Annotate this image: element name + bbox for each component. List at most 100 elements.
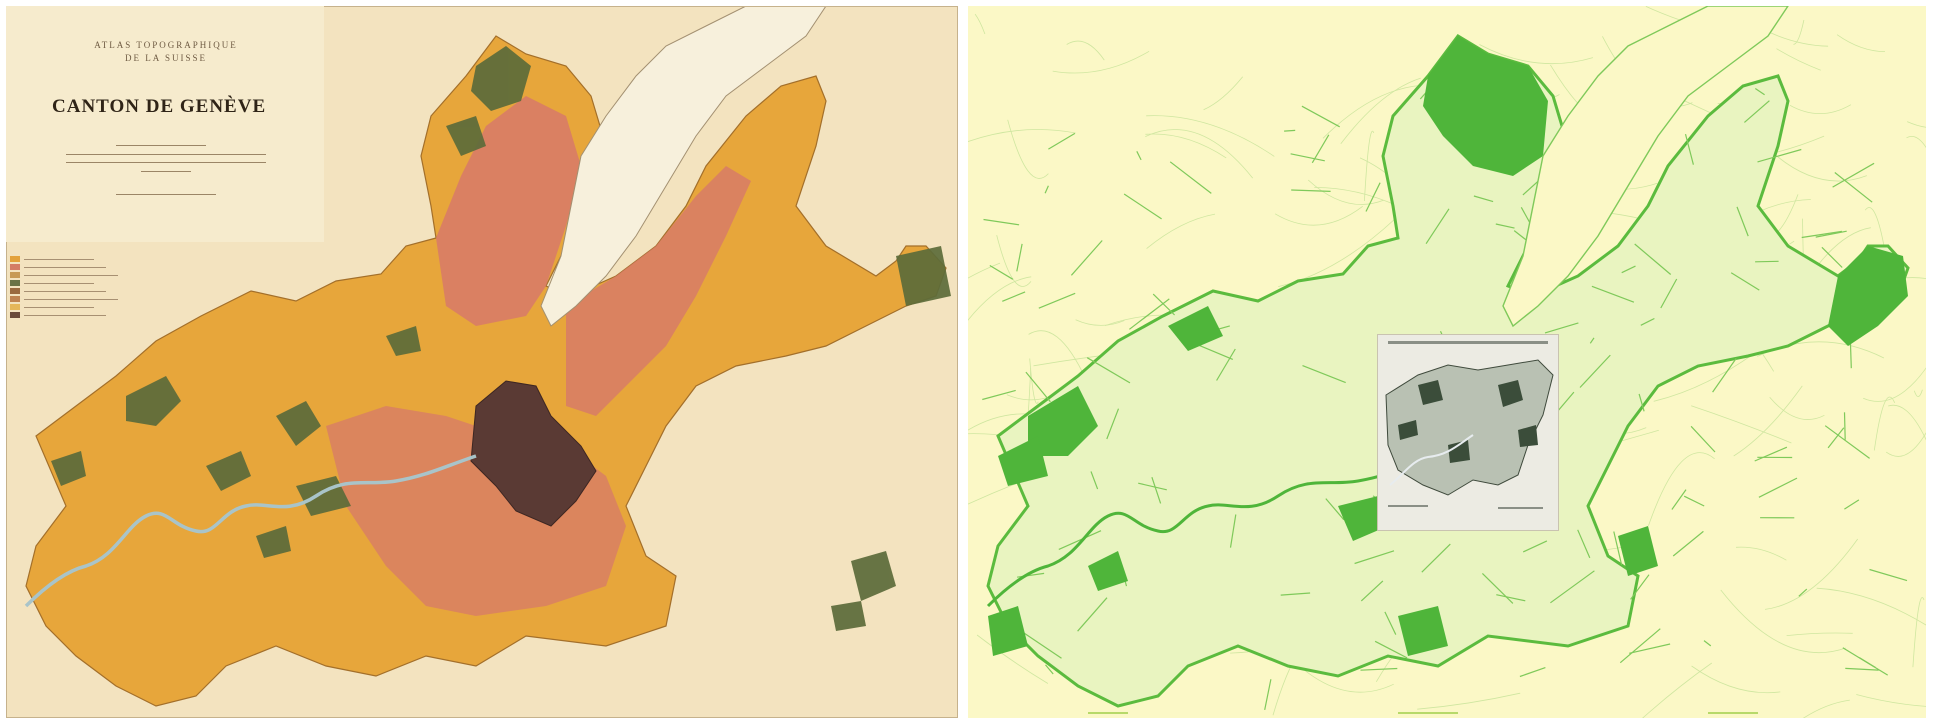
field-boundary <box>1758 477 1798 498</box>
road-line <box>1007 119 1049 179</box>
field-boundary <box>1869 568 1908 582</box>
forest-patch <box>988 606 1028 656</box>
road-line <box>1029 358 1039 404</box>
field-boundary <box>1481 572 1514 604</box>
bottom-caption-line <box>1708 712 1758 714</box>
road-line <box>1885 431 1926 457</box>
legend-swatch <box>10 312 20 318</box>
forest-patch <box>276 401 321 446</box>
road-line <box>1793 19 1805 45</box>
field-boundary <box>1152 293 1176 316</box>
forest-patch <box>1618 526 1658 576</box>
field-boundary <box>1374 640 1408 659</box>
field-boundary <box>1044 185 1049 194</box>
field-boundary <box>1123 193 1162 220</box>
field-boundary <box>1544 322 1579 334</box>
field-boundary <box>1703 640 1712 647</box>
legend-text-line <box>24 299 118 300</box>
road-line <box>1653 353 1755 402</box>
road-line <box>1066 40 1105 61</box>
field-boundary <box>1229 514 1237 548</box>
legend-text-line <box>24 259 94 260</box>
mini-forest <box>1418 380 1443 405</box>
road-line <box>1691 665 1781 694</box>
field-boundary <box>1136 151 1142 161</box>
road-line <box>1691 405 1792 444</box>
road-line <box>996 235 1032 287</box>
mini-map-forests <box>1398 380 1538 463</box>
field-boundary <box>1473 195 1494 203</box>
map-frame <box>6 6 958 718</box>
forest-patch <box>1338 496 1388 541</box>
road-line <box>1907 121 1926 128</box>
road-line <box>1764 538 1859 610</box>
field-boundary <box>1519 667 1546 678</box>
scale-text-line <box>116 145 206 146</box>
legend-swatch <box>10 264 20 270</box>
field-boundary <box>1744 100 1770 123</box>
mini-map-caption-line <box>1388 505 1428 507</box>
field-boundary <box>1684 133 1694 165</box>
road-line <box>1274 205 1363 226</box>
road-line <box>1479 44 1594 65</box>
road-line <box>1146 213 1216 249</box>
legend-text-line <box>24 283 94 284</box>
road-line <box>974 13 986 35</box>
green-forest-patches <box>988 36 1908 656</box>
field-boundary <box>1824 425 1870 459</box>
field-boundary <box>1619 628 1661 664</box>
field-boundary <box>1712 358 1737 393</box>
field-boundary <box>1832 162 1875 188</box>
field-boundary <box>1634 243 1672 275</box>
field-boundary <box>1638 393 1645 412</box>
forest-patch <box>206 451 251 491</box>
mini-map-canvas <box>1378 335 1558 530</box>
field-boundary <box>1577 529 1591 559</box>
road-line <box>968 129 1076 143</box>
legend <box>10 256 150 326</box>
legend-swatch <box>10 296 20 302</box>
legend-swatch <box>10 304 20 310</box>
forest-patch <box>896 246 951 306</box>
road-line <box>1146 115 1275 157</box>
field-boundary <box>1360 580 1384 602</box>
vineyard-zone-east <box>566 166 751 416</box>
field-boundary <box>1195 343 1234 360</box>
forest-patch <box>471 46 531 111</box>
road-line <box>1203 76 1244 111</box>
field-boundary <box>1629 643 1671 654</box>
atlas-title-line-1: ATLAS TOPOGRAPHIQUE <box>94 40 238 50</box>
field-boundary <box>1058 530 1102 550</box>
forest-patch <box>1028 386 1098 456</box>
field-boundary <box>1264 679 1272 711</box>
field-boundary <box>1671 489 1687 510</box>
forest-patch <box>831 601 866 631</box>
field-boundary <box>1025 371 1051 403</box>
field-boundary <box>1589 337 1595 344</box>
subtitle-line <box>141 171 191 172</box>
legend-swatch <box>10 280 20 286</box>
field-boundary <box>1754 446 1788 462</box>
road-line <box>1912 597 1925 668</box>
mini-map-caption-line <box>1498 507 1543 509</box>
river-rhone <box>986 454 1439 608</box>
vineyard-zone-north <box>436 96 581 326</box>
field-boundary <box>1325 498 1345 521</box>
forest-patch <box>51 451 86 486</box>
field-network <box>982 68 1908 711</box>
road-line <box>1642 662 1713 718</box>
road-line <box>1340 77 1421 145</box>
road-line <box>1075 319 1125 326</box>
legend-text-line <box>24 291 106 292</box>
legend-swatch <box>10 256 20 262</box>
road-line <box>1145 129 1254 179</box>
historic-map-panel: ATLAS TOPOGRAPHIQUE DE LA SUISSE CANTON … <box>6 6 958 718</box>
field-boundary <box>1630 574 1650 600</box>
field-boundary <box>1495 223 1515 229</box>
field-boundary <box>1621 265 1636 274</box>
forest-patch <box>256 526 291 558</box>
forest-patches <box>51 46 951 631</box>
field-boundary <box>1801 230 1843 239</box>
legend-text-line <box>24 267 106 268</box>
forest-patch <box>446 116 486 156</box>
